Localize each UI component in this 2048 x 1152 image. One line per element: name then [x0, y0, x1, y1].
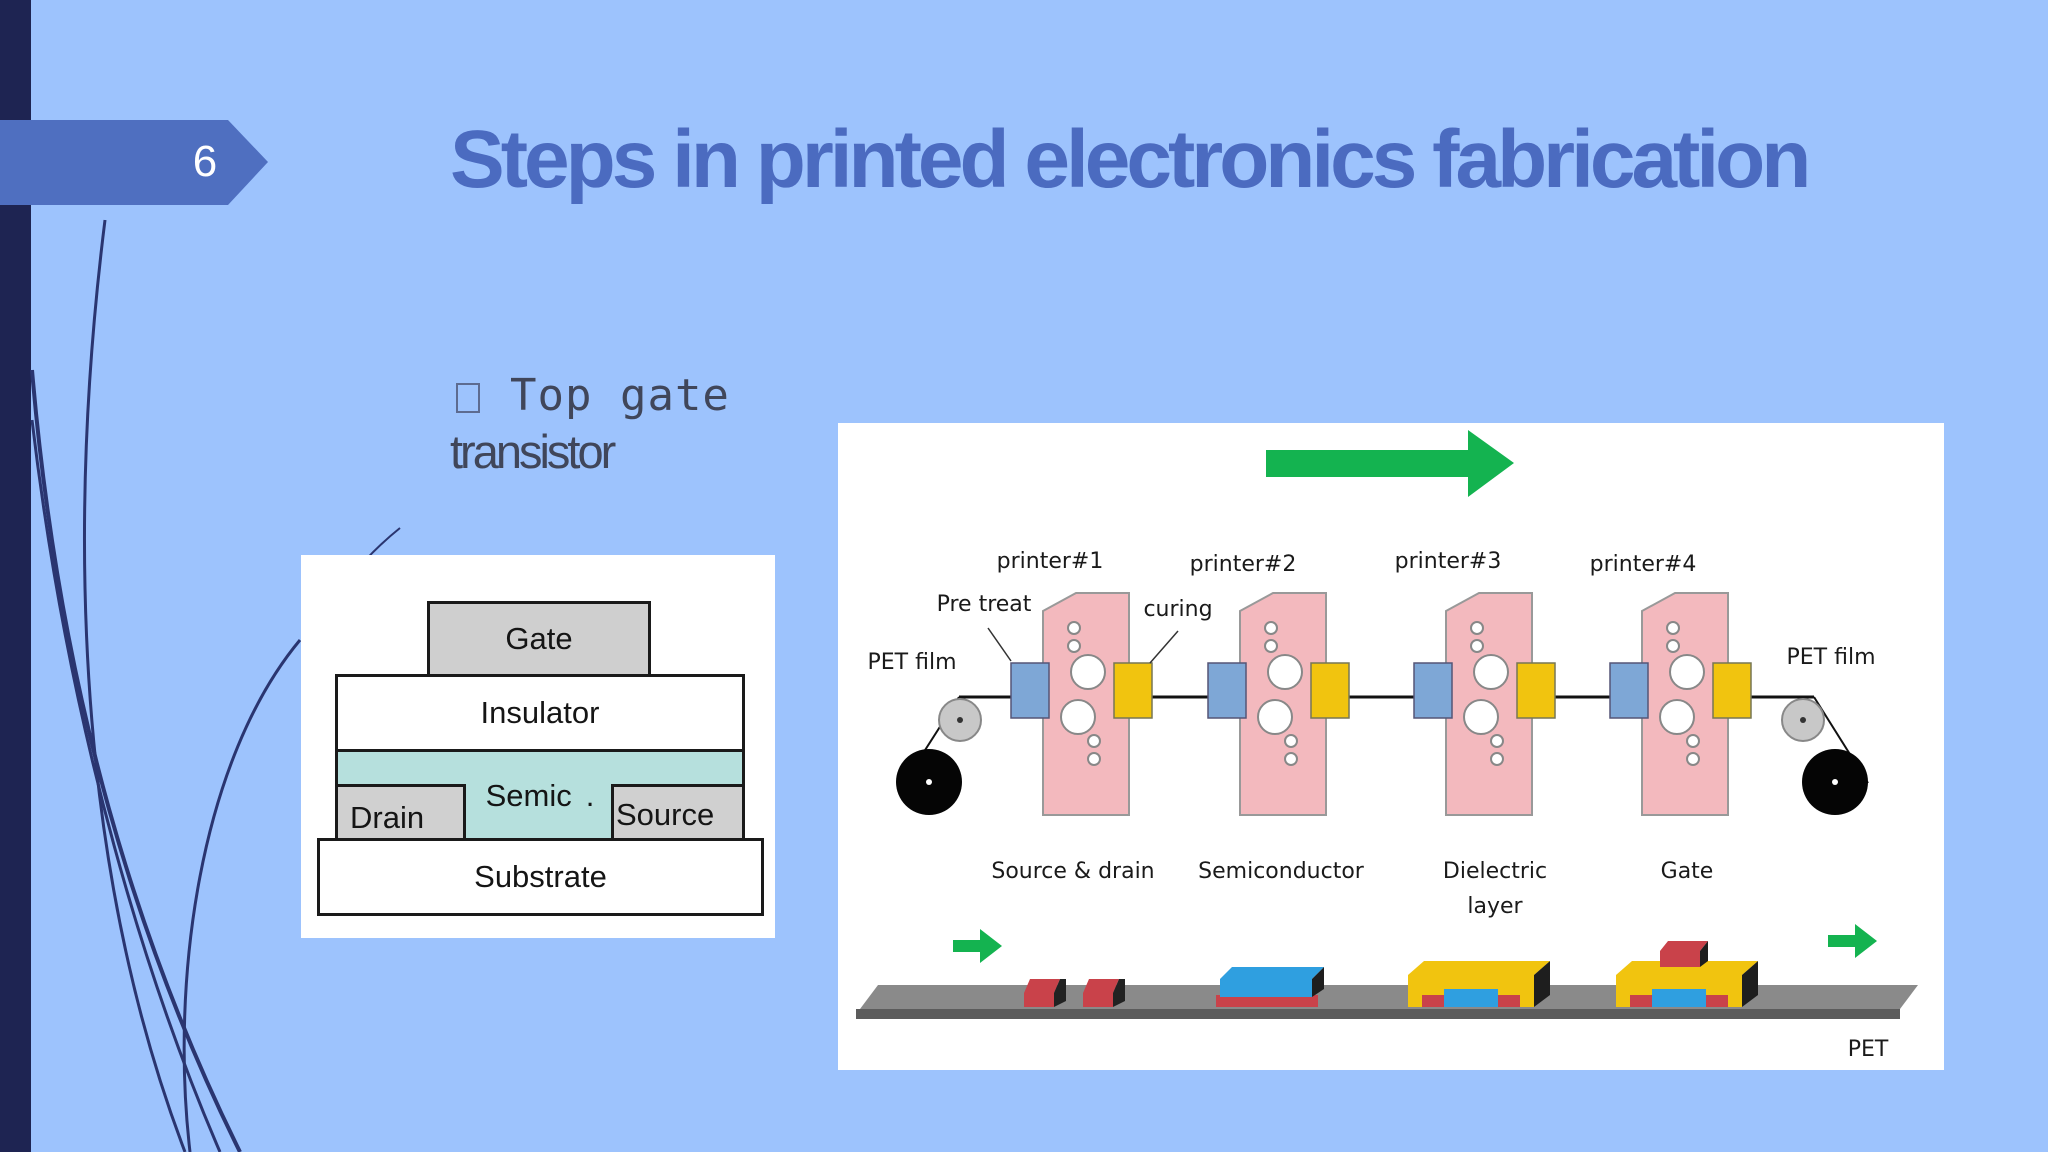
slide-title: Steps in printed electronics fabrication: [450, 114, 1811, 205]
stage-gate-label: Gate: [1661, 859, 1714, 884]
stage-dielectric-label-line2: layer: [1467, 894, 1523, 919]
stage-2-device: [1216, 967, 1324, 1007]
insulator-layer: Insulator: [335, 674, 745, 752]
pet-film-left-label: PET film: [868, 650, 957, 675]
gate-layer: Gate: [427, 601, 651, 677]
bullet-text-line1: Top gate: [510, 370, 730, 421]
right-arrow-green-icon: [1266, 430, 1514, 497]
slide-number-tab: 6: [0, 120, 270, 205]
stage-semiconductor-label: Semiconductor: [1198, 859, 1365, 884]
substrate-layer: Substrate: [317, 838, 764, 916]
transistor-diagram: Substrate Semic. Drain Source Insulator …: [301, 555, 775, 938]
source-layer: Source: [611, 784, 745, 841]
bullet-text-line2: transistor: [450, 425, 616, 478]
drain-layer: Drain: [335, 784, 466, 841]
pretreat-label: Pre treat: [937, 592, 1032, 617]
small-right-arrow-right-icon: [1828, 924, 1877, 958]
semiconductor-label: Semic: [485, 778, 572, 813]
curing-label: curing: [1143, 597, 1212, 622]
stage-4-device: [1616, 941, 1758, 1007]
pet-film-right-label: PET film: [1787, 645, 1876, 670]
printer-1-label: printer#1: [997, 549, 1104, 574]
slide-number: 6: [192, 137, 218, 186]
drain-label: Drain: [350, 799, 425, 835]
stage-source-drain-label: Source & drain: [991, 859, 1154, 884]
insulator-label: Insulator: [480, 695, 600, 730]
gate-label: Gate: [505, 621, 573, 656]
pet-substrate-label: PET: [1848, 1037, 1889, 1062]
printer-3-unit: [1413, 592, 1556, 816]
printer-2-label: printer#2: [1190, 552, 1297, 577]
empty-square-bullet-icon: [456, 382, 480, 413]
stage-3-device: [1408, 961, 1550, 1007]
printer-3-label: printer#3: [1395, 549, 1502, 574]
decorative-curves: [30, 219, 401, 1152]
printer-4-unit: [1609, 592, 1752, 816]
printer-1-unit: [1010, 592, 1153, 816]
small-right-arrow-left-icon: [953, 929, 1002, 963]
semiconductor-mark: .: [585, 778, 595, 813]
substrate-label: Substrate: [474, 859, 607, 894]
printer-4-label: printer#4: [1590, 552, 1697, 577]
stage-dielectric-label: Dielectric: [1443, 859, 1547, 884]
stage-1-device: [1024, 979, 1125, 1007]
printer-2-unit: [1207, 592, 1350, 816]
source-label: Source: [616, 796, 715, 832]
fabrication-process-diagram: printer#1 printer#2 printer#3 printer#4 …: [838, 423, 1944, 1070]
bullet-item: Top gate transistor: [450, 366, 870, 480]
pet-substrate-strip: [860, 985, 1918, 1009]
